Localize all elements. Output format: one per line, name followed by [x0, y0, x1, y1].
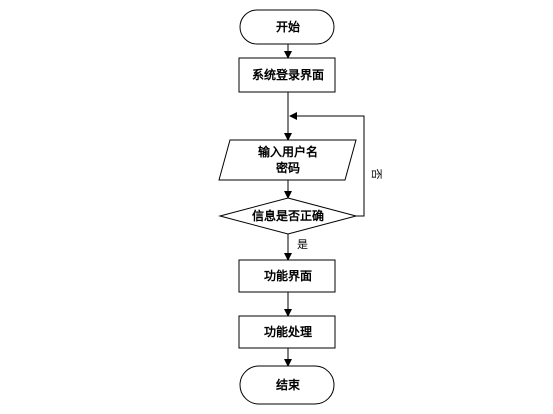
feature-screen-box [238, 259, 336, 293]
no-label: 否 [370, 169, 383, 180]
start-terminal [239, 9, 335, 45]
yes-label: 是 [297, 238, 308, 251]
feature-process-label: 功能处理 [264, 324, 312, 339]
end-label: 结束 [276, 377, 301, 392]
login-screen-label: 系统登录界面 [252, 67, 324, 82]
decision-label: 信息是否正确 [252, 208, 324, 223]
login-screen-box [238, 57, 336, 93]
end-terminal [239, 365, 335, 405]
edge-decision-no-loop [289, 112, 365, 217]
feature-screen-label: 功能界面 [264, 268, 312, 283]
input-parallelogram [218, 139, 357, 181]
feature-process-box [238, 315, 336, 349]
input-label-line2: 密码 [276, 160, 300, 175]
decision-diamond [218, 197, 358, 235]
start-label: 开始 [276, 19, 300, 34]
input-label-line1: 输入用户名 [258, 144, 318, 159]
